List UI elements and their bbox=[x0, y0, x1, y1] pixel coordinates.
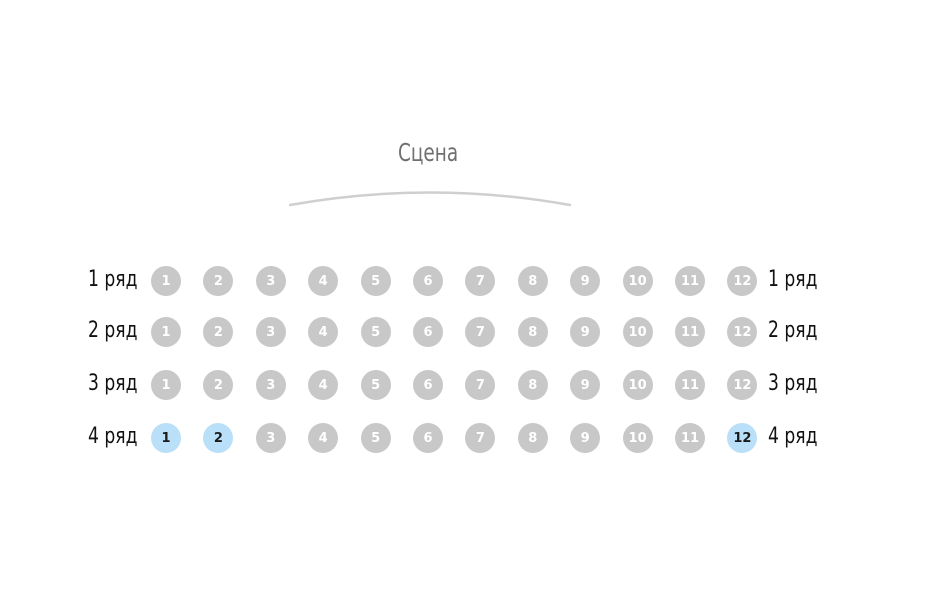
seat[interactable]: 9 bbox=[570, 370, 601, 400]
seat[interactable]: 9 bbox=[570, 423, 601, 453]
row-label-right: 4 ряд bbox=[768, 424, 818, 449]
seat[interactable]: 11 bbox=[675, 266, 705, 296]
stage-label: Сцена bbox=[398, 138, 459, 167]
row-label-right: 1 ряд bbox=[768, 267, 818, 292]
seat[interactable]: 10 bbox=[622, 266, 653, 296]
seat[interactable]: 4 bbox=[308, 370, 339, 400]
row-label-left: 1 ряд bbox=[88, 267, 138, 292]
seat[interactable]: 6 bbox=[413, 370, 443, 400]
stage-arc bbox=[289, 191, 571, 207]
seat[interactable]: 11 bbox=[675, 370, 705, 400]
row-label-right: 2 ряд bbox=[768, 318, 818, 343]
seat[interactable]: 6 bbox=[413, 423, 443, 453]
seat[interactable]: 5 bbox=[360, 423, 391, 453]
seat[interactable]: 7 bbox=[465, 266, 496, 296]
seat-selected[interactable]: 2 bbox=[203, 423, 234, 453]
seat[interactable]: 10 bbox=[622, 423, 653, 453]
seat[interactable]: 12 bbox=[727, 266, 758, 296]
seat[interactable]: 2 bbox=[203, 317, 234, 347]
seat-selected[interactable]: 12 bbox=[727, 423, 758, 453]
seat[interactable]: 7 bbox=[465, 317, 496, 347]
seat[interactable]: 6 bbox=[413, 317, 443, 347]
seat[interactable]: 8 bbox=[517, 266, 548, 296]
stage-arc-line bbox=[289, 191, 571, 207]
row-label-left: 2 ряд bbox=[88, 318, 138, 343]
seat[interactable]: 4 bbox=[308, 266, 339, 296]
seat[interactable]: 5 bbox=[360, 317, 391, 347]
seat[interactable]: 3 bbox=[255, 423, 286, 453]
seat[interactable]: 9 bbox=[570, 317, 601, 347]
seat[interactable]: 12 bbox=[727, 370, 758, 400]
seat[interactable]: 5 bbox=[360, 370, 391, 400]
seat[interactable]: 1 bbox=[151, 266, 181, 296]
seat[interactable]: 6 bbox=[413, 266, 443, 296]
seat-selected[interactable]: 1 bbox=[151, 423, 181, 453]
seat[interactable]: 11 bbox=[675, 423, 705, 453]
seat[interactable]: 8 bbox=[517, 370, 548, 400]
seat[interactable]: 5 bbox=[360, 266, 391, 296]
seat[interactable]: 12 bbox=[727, 317, 758, 347]
seat[interactable]: 8 bbox=[517, 423, 548, 453]
seat[interactable]: 1 bbox=[151, 370, 181, 400]
seat[interactable]: 4 bbox=[308, 317, 339, 347]
seat[interactable]: 7 bbox=[465, 423, 496, 453]
seat[interactable]: 2 bbox=[203, 266, 234, 296]
seat[interactable]: 11 bbox=[675, 317, 705, 347]
seat[interactable]: 7 bbox=[465, 370, 496, 400]
seat[interactable]: 10 bbox=[622, 370, 653, 400]
seat[interactable]: 3 bbox=[255, 266, 286, 296]
seat[interactable]: 4 bbox=[308, 423, 339, 453]
seat[interactable]: 8 bbox=[517, 317, 548, 347]
seat[interactable]: 3 bbox=[255, 370, 286, 400]
seat[interactable]: 3 bbox=[255, 317, 286, 347]
row-label-right: 3 ряд bbox=[768, 371, 818, 396]
row-label-left: 4 ряд bbox=[88, 424, 138, 449]
seat[interactable]: 9 bbox=[570, 266, 601, 296]
seat[interactable]: 10 bbox=[622, 317, 653, 347]
seat[interactable]: 2 bbox=[203, 370, 234, 400]
seat[interactable]: 1 bbox=[151, 317, 181, 347]
row-label-left: 3 ряд bbox=[88, 371, 138, 396]
